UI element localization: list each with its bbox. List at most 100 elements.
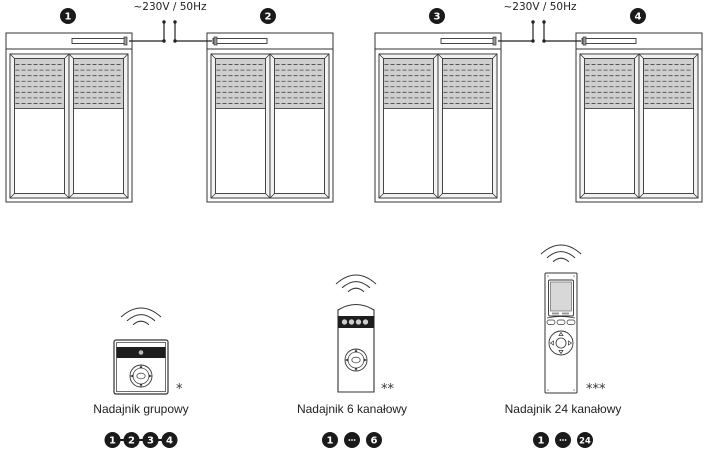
footnote-marker-6ch: ** xyxy=(381,382,395,397)
motor-head xyxy=(123,36,128,46)
channel-badge-number: 1 xyxy=(538,435,545,446)
window-2: 2 xyxy=(206,8,334,203)
junction-dot xyxy=(542,39,546,43)
motor-tube xyxy=(71,38,127,44)
bevel-line xyxy=(693,53,699,59)
dpad-arrow xyxy=(363,358,367,362)
channel-badge-number: 4 xyxy=(166,435,173,446)
dpad-arrow xyxy=(568,340,573,346)
channel-badge-number: 1 xyxy=(327,435,334,446)
screw-dot xyxy=(573,275,575,277)
bevel-line xyxy=(324,53,330,59)
bevel-line xyxy=(210,193,216,199)
power-connection xyxy=(498,20,581,43)
bevel-line xyxy=(9,53,15,59)
window-badge-2-number: 2 xyxy=(265,11,272,22)
window-badge-1-circle xyxy=(60,8,76,24)
channel-badge-number: 6 xyxy=(371,435,378,446)
motor-tube xyxy=(581,38,637,44)
bevel-line xyxy=(437,193,443,199)
remotes-layer xyxy=(113,244,582,395)
bevel-line xyxy=(634,193,640,199)
channel-badge-circle xyxy=(366,432,382,448)
lcd-label xyxy=(562,312,569,315)
ellipsis-dot xyxy=(353,439,356,441)
window-1: 1 xyxy=(5,8,133,203)
bevel-line xyxy=(68,53,74,59)
roller-shutter xyxy=(442,58,493,109)
window-badge-4-circle xyxy=(630,8,646,24)
transmitter-inner-border xyxy=(116,342,166,392)
channel-badge-circle xyxy=(123,432,140,448)
window-badge-4: 4 xyxy=(630,8,646,24)
signal-wave xyxy=(540,244,582,255)
bevel-line xyxy=(265,53,271,59)
dpad-arrow xyxy=(558,350,564,355)
dpad-center-button xyxy=(351,356,361,364)
roller-shutter xyxy=(73,58,124,109)
dpad-center-button xyxy=(136,372,146,380)
channel-badge: 24 xyxy=(577,432,593,448)
channel-badge-circle xyxy=(577,432,593,448)
signal-wave xyxy=(132,320,150,326)
bevel-line xyxy=(579,53,585,59)
channel-badge: 2 xyxy=(123,432,140,448)
channel-badge: 1 xyxy=(322,432,338,448)
roller-shutter xyxy=(215,58,266,109)
channel-badge-circle xyxy=(142,432,159,448)
window-badge-4-number: 4 xyxy=(635,11,642,22)
window-badge-3-circle xyxy=(429,8,445,24)
roller-shutter xyxy=(274,58,325,109)
wiring-layer xyxy=(129,20,581,43)
dpad-arrow xyxy=(558,331,564,336)
group-wall-transmitter xyxy=(113,307,169,395)
screw-dot xyxy=(547,275,549,277)
dpad-arrow xyxy=(354,367,358,371)
roller-shutter xyxy=(584,58,635,109)
roller-shutter xyxy=(383,58,434,109)
channel-badge: 4 xyxy=(161,432,178,448)
terminal-dot xyxy=(162,20,166,24)
dpad-arrow xyxy=(139,365,143,369)
dpad-arrow xyxy=(549,340,554,346)
footnote-marker-group: * xyxy=(176,382,183,397)
transmitter-label-24ch: Nadajnik 24 kanałowy xyxy=(505,402,622,416)
roller-shutter xyxy=(14,58,65,109)
power-supply-label-2: ~230V / 50Hz xyxy=(503,1,576,13)
dpad-arrow xyxy=(148,374,152,378)
dpad-arrow xyxy=(130,374,134,378)
channel-badge: 1 xyxy=(104,432,121,448)
ellipsis-dot xyxy=(564,439,567,441)
motor-tube xyxy=(440,38,496,44)
bevel-line xyxy=(123,53,129,59)
bevel-line xyxy=(64,193,70,199)
signal-wave xyxy=(341,281,371,289)
motor-tube xyxy=(212,38,268,44)
bevel-line xyxy=(210,53,216,59)
bevel-line xyxy=(378,53,384,59)
bevel-line xyxy=(634,53,640,59)
power-supply-label-1: ~230V / 50Hz xyxy=(133,1,206,13)
terminal-dot xyxy=(531,20,535,24)
junction-dot xyxy=(173,39,177,43)
bevel-line xyxy=(378,193,384,199)
signal-wave xyxy=(347,287,365,293)
lcd-label xyxy=(552,312,559,315)
channel-badge xyxy=(344,432,360,448)
dpad-arrow xyxy=(354,349,358,353)
window-3: 3 xyxy=(374,8,502,203)
bevel-line xyxy=(265,193,271,199)
roller-shutter xyxy=(643,58,694,109)
channel-badge: 1 xyxy=(533,432,549,448)
motor-head xyxy=(582,36,587,46)
window-badge-1: 1 xyxy=(60,8,76,24)
channel-badge: 3 xyxy=(142,432,159,448)
transmitter-label-group: Nadajnik grupowy xyxy=(93,402,188,416)
bevel-line xyxy=(64,53,70,59)
motor-head xyxy=(492,36,497,46)
motor-head xyxy=(213,36,218,46)
junction-dot xyxy=(531,39,535,43)
